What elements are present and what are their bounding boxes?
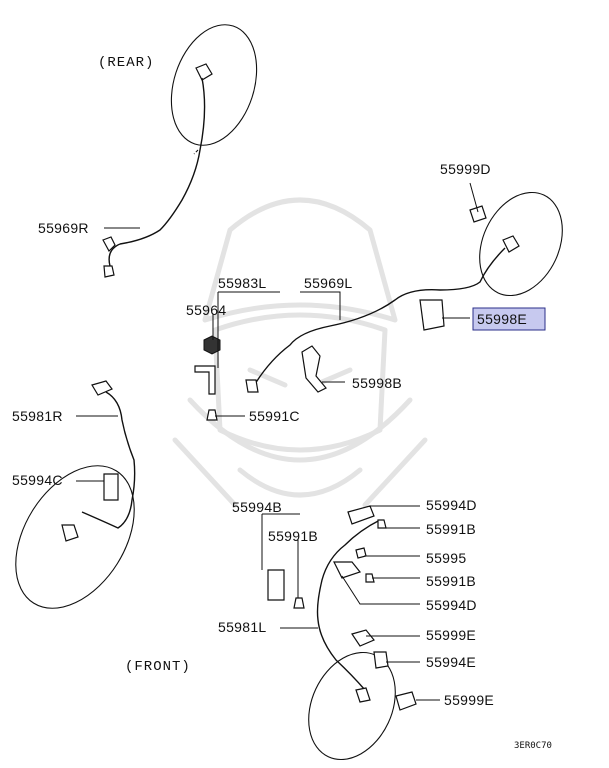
cable-55981r	[81, 391, 136, 529]
bolt-55991b-middle	[365, 573, 375, 583]
caption-rear: (REAR)	[98, 55, 154, 71]
front-right-sensor-head	[61, 524, 79, 542]
bolt-55991b-upper	[377, 519, 387, 529]
bracket-55994e	[373, 651, 389, 669]
rear-left-assembly	[194, 191, 563, 421]
label-55991c[interactable]: 55991C	[249, 408, 300, 424]
rear-left-connector	[245, 379, 259, 393]
label-55994e[interactable]: 55994E	[426, 654, 476, 670]
label-55964[interactable]: 55964	[186, 302, 226, 318]
bracket-55994b	[267, 569, 285, 601]
label-55998b[interactable]: 55998B	[352, 375, 402, 391]
front-left-sensor-head	[355, 687, 371, 703]
clamp-55994d-upper	[347, 505, 375, 525]
leader-lines	[76, 182, 479, 701]
label-55983l[interactable]: 55983L	[218, 275, 267, 291]
rear-right-sensor-head	[195, 63, 213, 81]
rear-left-hub	[479, 191, 563, 297]
cable-55969r	[119, 77, 206, 245]
rear-left-sensor-head	[502, 235, 520, 253]
label-55969l[interactable]: 55969L	[304, 275, 353, 291]
bracket-55983l	[194, 365, 216, 395]
rear-right-hub	[170, 24, 258, 146]
label-55991b-middle[interactable]: 55991B	[426, 573, 476, 589]
bolt-55999d	[469, 205, 487, 223]
label-55999e-upper[interactable]: 55999E	[426, 627, 476, 643]
bracket-55994c	[103, 473, 119, 501]
cable-55981l	[316, 519, 381, 691]
label-55994c[interactable]: 55994C	[12, 472, 63, 488]
cable-55969l	[254, 247, 506, 385]
front-right-cable-mount	[91, 380, 113, 396]
cable-55969r-clip	[193, 149, 199, 155]
front-right-assembly	[15, 380, 136, 609]
label-55991b-left[interactable]: 55991B	[268, 528, 318, 544]
label-55995[interactable]: 55995	[426, 550, 466, 566]
clamp-55994d-lower	[333, 561, 362, 579]
front-left-hub	[308, 651, 396, 761]
caption-front: (FRONT)	[125, 659, 191, 675]
bolt-55999e-lower	[395, 691, 417, 711]
label-55999d[interactable]: 55999D	[440, 161, 491, 177]
label-55998e[interactable]: 55998E	[477, 311, 527, 327]
bolt-55999e-upper	[351, 629, 375, 647]
bracket-55998e	[419, 299, 445, 331]
bolt-55991c	[206, 409, 218, 421]
label-55999e-lower[interactable]: 55999E	[444, 692, 494, 708]
label-55969r[interactable]: 55969R	[38, 220, 89, 236]
highlight-box-55998e	[472, 307, 546, 331]
watermark-emblem	[172, 197, 428, 508]
part-labels: (REAR) (FRONT) 3ER0C70 55999D 55969R 559…	[12, 55, 552, 751]
cable-55969r-end	[108, 243, 121, 267]
label-55994d-lower[interactable]: 55994D	[426, 597, 477, 613]
label-55994b[interactable]: 55994B	[232, 499, 282, 515]
diagram-code: 3ER0C70	[514, 741, 552, 751]
bolt-55991b-left	[293, 597, 305, 609]
rear-right-assembly	[102, 24, 258, 278]
nut-55964	[203, 335, 221, 355]
front-left-assembly	[267, 505, 417, 761]
label-55991b-upper[interactable]: 55991B	[426, 521, 476, 537]
bracket-55998b	[301, 345, 327, 393]
label-55981l[interactable]: 55981L	[218, 619, 267, 635]
label-55994d-upper[interactable]: 55994D	[426, 497, 477, 513]
label-55981r[interactable]: 55981R	[12, 408, 63, 424]
